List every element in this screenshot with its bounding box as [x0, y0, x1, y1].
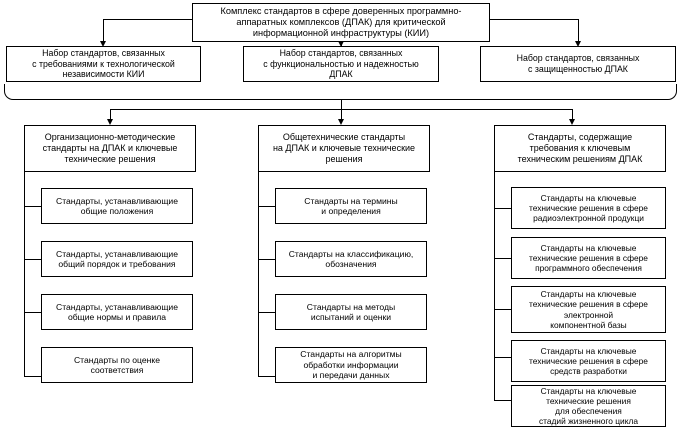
connector-column-1-branch-2 — [24, 259, 42, 260]
column-2-header-label: Общетехнические стандарты на ДПАК и ключ… — [272, 132, 416, 164]
column-1-item-4-label: Стандарты по оценке соответствия — [73, 354, 161, 375]
level2-node-1: Набор стандартов, связанных с требования… — [6, 46, 201, 82]
connector-column-3-rail — [494, 172, 495, 400]
column-2-item-3-label: Стандарты на методы испытаний и оценки — [306, 301, 396, 322]
level2-node-1-label: Набор стандартов, связанных с требования… — [32, 47, 175, 80]
connector-column-3-branch-1 — [494, 208, 512, 209]
connector-root-right-horizontal — [489, 19, 579, 20]
connector-column-1-drop — [110, 109, 111, 120]
column-2-item-3: Стандарты на методы испытаний и оценки — [275, 294, 427, 330]
column-2-item-1: Стандарты на термины и определения — [275, 188, 427, 224]
connector-column-2-rail — [258, 172, 259, 376]
column-2-item-2: Стандарты на классификацию, обозначения — [275, 241, 427, 277]
connector-column-3-branch-4 — [494, 357, 512, 358]
column-3-item-2: Стандарты на ключевые технические решени… — [511, 237, 666, 279]
arrowhead-to-column-1 — [106, 119, 113, 125]
column-3-item-3-label: Стандарты на ключевые технические решени… — [529, 289, 648, 330]
level2-node-3: Набор стандартов, связанных с защищеннос… — [480, 46, 676, 82]
connector-column-3-branch-5 — [494, 400, 512, 401]
column-2-item-2-label: Стандарты на классификацию, обозначения — [288, 248, 414, 269]
column-3-header: Стандарты, содержащие требования к ключе… — [494, 125, 666, 172]
arrowhead-to-column-3 — [568, 119, 575, 125]
connector-column-2-branch-1 — [258, 206, 276, 207]
connector-brace-stem — [341, 99, 342, 110]
root-node: Комплекс стандартов в сфере доверенных п… — [192, 3, 490, 42]
connector-root-right-vertical — [578, 19, 579, 42]
level2-node-2: Набор стандартов, связанных с функционал… — [243, 46, 439, 82]
column-3-header-label: Стандарты, содержащие требования к ключе… — [517, 132, 643, 164]
column-3-item-5-label: Стандарты на ключевые технические решени… — [538, 385, 639, 427]
column-1-item-1-label: Стандарты, устанавливающие общие положен… — [55, 195, 178, 216]
connector-root-left-vertical — [103, 19, 104, 42]
connector-column-1-branch-4 — [24, 376, 42, 377]
connector-column-2-branch-3 — [258, 312, 276, 313]
arrowhead-to-column-2 — [337, 119, 344, 125]
level2-node-2-label: Набор стандартов, связанных с функционал… — [263, 47, 419, 80]
connector-column-2-branch-2 — [258, 259, 276, 260]
connector-column-1-branch-3 — [24, 312, 42, 313]
arrowhead-to-level2-right — [574, 41, 581, 47]
column-1-item-1: Стандарты, устанавливающие общие положен… — [41, 188, 193, 224]
connector-column-3-branch-2 — [494, 258, 512, 259]
column-1-header: Организационно-методические стандарты на… — [24, 125, 196, 172]
column-2-item-1-label: Стандарты на термины и определения — [304, 195, 398, 216]
connector-column-3-branch-3 — [494, 309, 512, 310]
connector-column-2-drop — [341, 109, 342, 120]
column-3-item-3: Стандарты на ключевые технические решени… — [511, 286, 666, 333]
connector-column-3-drop — [572, 109, 573, 120]
connector-root-left-horizontal — [103, 19, 193, 20]
column-2-item-4-label: Стандарты на алгоритмы обработки информа… — [300, 349, 402, 381]
column-1-header-label: Организационно-методические стандарты на… — [42, 132, 178, 164]
column-2-item-4: Стандарты на алгоритмы обработки информа… — [275, 347, 427, 383]
column-2-header: Общетехнические стандарты на ДПАК и ключ… — [258, 125, 430, 172]
connector-level2-merge-brace — [4, 84, 677, 100]
connector-column-1-rail — [24, 172, 25, 376]
column-3-item-1: Стандарты на ключевые технические решени… — [511, 187, 666, 229]
column-3-item-4-label: Стандарты на ключевые технические решени… — [529, 345, 648, 377]
connector-column-2-branch-4 — [258, 376, 276, 377]
column-1-item-3-label: Стандарты, устанавливающие общие нормы и… — [55, 301, 178, 322]
column-1-item-4: Стандарты по оценке соответствия — [41, 347, 193, 383]
level2-node-3-label: Набор стандартов, связанных с защищеннос… — [516, 53, 640, 74]
arrowhead-to-level2-left — [99, 41, 106, 47]
column-3-item-2-label: Стандарты на ключевые технические решени… — [529, 242, 648, 274]
column-3-item-4: Стандарты на ключевые технические решени… — [511, 340, 666, 382]
column-1-item-2: Стандарты, устанавливающие общий порядок… — [41, 241, 193, 277]
root-node-label: Комплекс стандартов в сфере доверенных п… — [220, 5, 462, 39]
column-3-item-1-label: Стандарты на ключевые технические решени… — [529, 192, 648, 224]
column-1-item-2-label: Стандарты, устанавливающие общий порядок… — [55, 248, 178, 269]
connector-column-1-branch-1 — [24, 206, 42, 207]
arrowhead-to-level2-center — [337, 41, 344, 47]
column-1-item-3: Стандарты, устанавливающие общие нормы и… — [41, 294, 193, 330]
column-3-item-5: Стандарты на ключевые технические решени… — [511, 385, 666, 427]
